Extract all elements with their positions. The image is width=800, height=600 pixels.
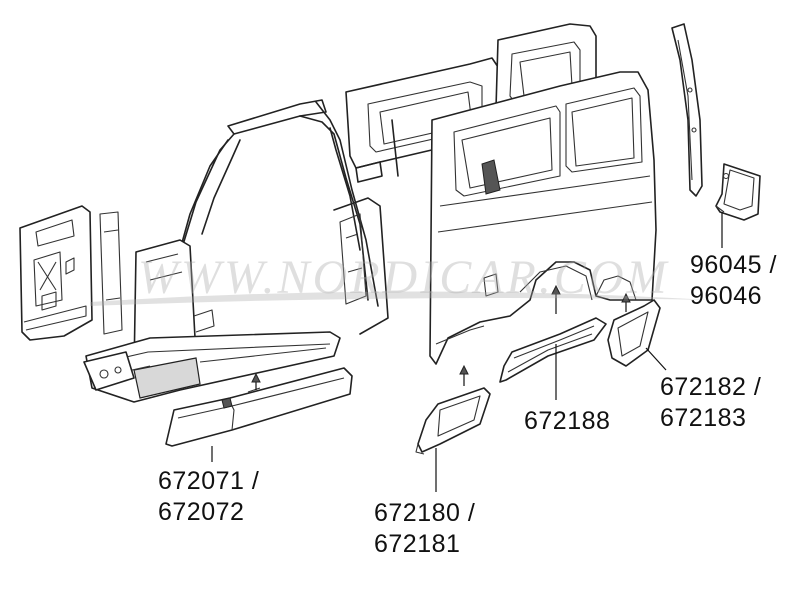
label-672180: 672180 / 672181 xyxy=(374,499,476,558)
rear-corner-pillar-strip xyxy=(671,23,703,197)
front-bulkhead-panel xyxy=(19,205,123,341)
rear-quarter-side-panel xyxy=(429,71,657,365)
label-leader-lines xyxy=(211,212,723,492)
part-672188-arch-strip xyxy=(499,317,607,383)
inner-sill-assembly xyxy=(83,239,341,403)
assembly-arrows xyxy=(251,284,631,390)
door-aperture-frame xyxy=(179,99,389,335)
part-96045-bracket xyxy=(715,163,761,221)
part-672182-arch-rear xyxy=(607,299,661,367)
label-672188: 672188 xyxy=(524,407,611,435)
label-672071: 672071 / 672072 xyxy=(158,467,260,526)
part-672180-arch-front xyxy=(415,387,491,455)
part-672071-sill-panel xyxy=(165,367,353,447)
label-672182: 672182 / 672183 xyxy=(660,373,762,432)
label-96045: 96045 / 96046 xyxy=(690,251,777,310)
